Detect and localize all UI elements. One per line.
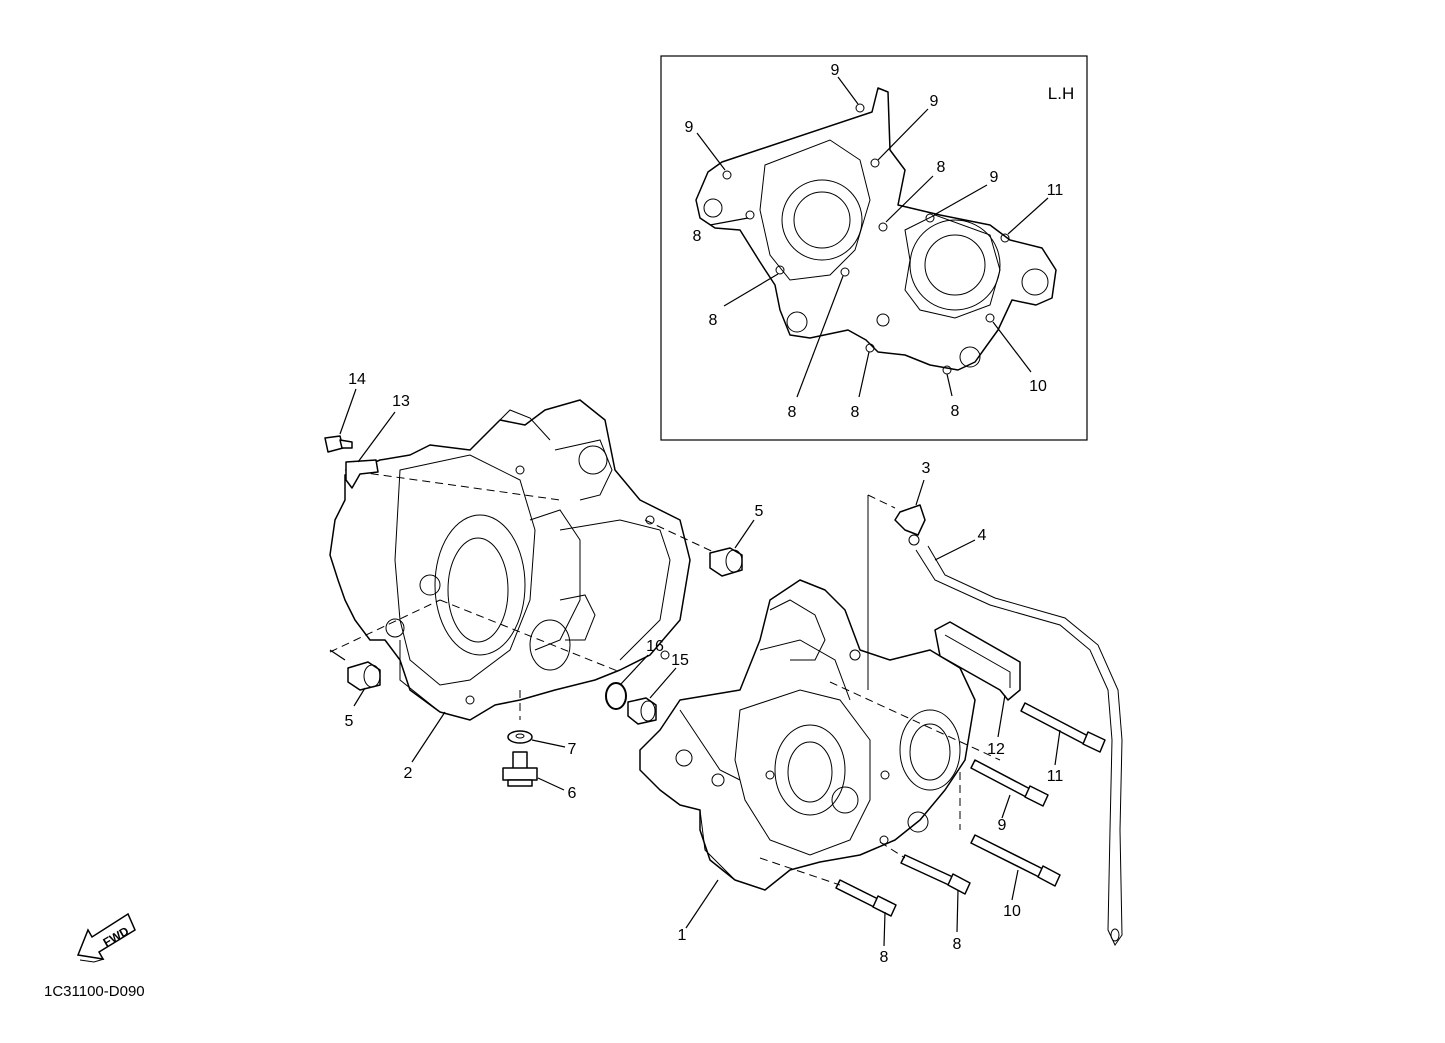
callout-8-c: 8 [709, 312, 718, 329]
callout-12: 12 [987, 741, 1005, 758]
callout-4: 4 [978, 527, 987, 544]
callout-7: 7 [568, 741, 577, 758]
left-alignment-lines [329, 469, 721, 720]
bracket-13 [345, 459, 379, 489]
callout-14: 14 [348, 371, 366, 388]
callout-10: 10 [1003, 903, 1021, 920]
right-alignment-lines [759, 494, 1001, 886]
callout-8-f: 8 [951, 403, 960, 420]
o-ring-16 [605, 682, 627, 710]
bolt-14 [324, 435, 353, 453]
diagram-code: 1C31100-D090 [44, 983, 145, 1000]
callout-9-b: 9 [930, 93, 939, 110]
callout-3: 3 [922, 460, 931, 477]
breather-cover-12 [934, 621, 1021, 701]
bolt-10 [970, 834, 1061, 887]
callout-10-inset: 10 [1029, 378, 1047, 395]
callout-2: 2 [404, 765, 413, 782]
main-leaders [339, 388, 1061, 947]
breather-hose-4 [915, 545, 1123, 946]
inset-left-crankcase [695, 87, 1057, 375]
callout-8-b: 8 [693, 228, 702, 245]
callout-8-e: 8 [851, 404, 860, 421]
callout-8-g: 8 [880, 949, 889, 966]
callout-9-a: 9 [831, 62, 840, 79]
bolt-9 [970, 759, 1049, 807]
bolt-8-left [835, 879, 897, 917]
callout-5-a: 5 [755, 503, 764, 520]
bolt-6 [502, 751, 538, 787]
callout-15: 15 [671, 652, 689, 669]
collar-15 [627, 697, 657, 725]
callout-11-inset: 11 [1047, 182, 1064, 199]
callout-9-c: 9 [685, 119, 694, 136]
crankcase-right [639, 579, 976, 891]
callout-5-b: 5 [345, 713, 354, 730]
bolt-8-right [900, 854, 971, 895]
callout-1: 1 [678, 927, 687, 944]
callout-9-d: 9 [990, 169, 999, 186]
bolt-11 [1020, 702, 1106, 753]
callout-6: 6 [568, 785, 577, 802]
inset-title: L.H [1048, 84, 1074, 103]
inset-frame [660, 55, 1088, 441]
fwd-arrow-icon: FWD [76, 912, 136, 963]
callout-9: 9 [998, 817, 1007, 834]
washer-7 [507, 730, 533, 744]
collar-5-upper [709, 547, 743, 577]
callout-11: 11 [1047, 768, 1064, 785]
callout-8-d: 8 [788, 404, 797, 421]
joint-fitting-3 [894, 504, 926, 546]
callout-13: 13 [392, 393, 410, 410]
collar-5-lower [347, 661, 381, 691]
inset-leaders [696, 76, 1049, 398]
callout-16: 16 [646, 638, 664, 655]
callout-8-h: 8 [953, 936, 962, 953]
crankcase-left [329, 399, 691, 721]
callout-8-a: 8 [937, 159, 946, 176]
